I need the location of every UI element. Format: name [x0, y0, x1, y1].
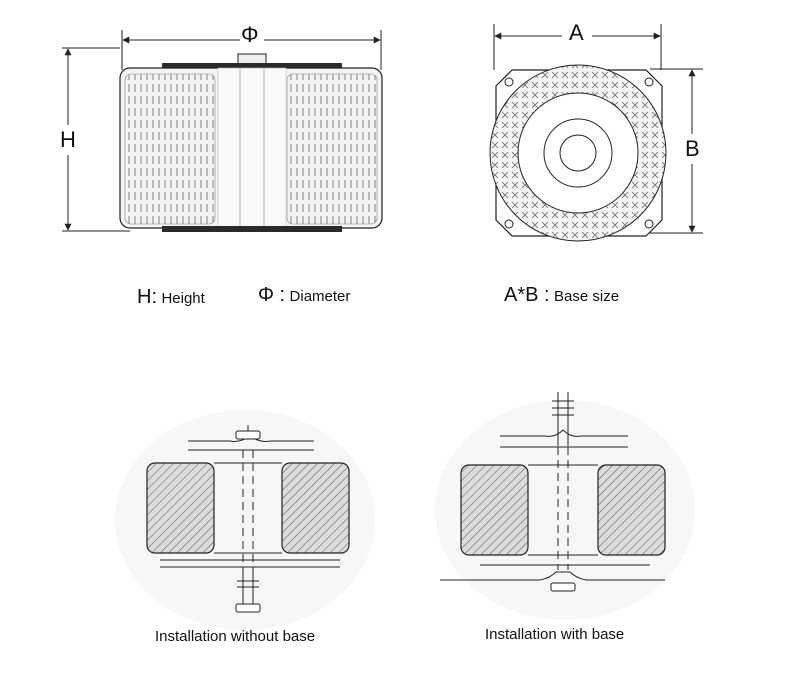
- top-pad: [500, 429, 628, 437]
- mount-hole-tl: [504, 77, 514, 87]
- h-label: H: [60, 127, 76, 152]
- base-plate: [440, 571, 665, 581]
- coil-left-winding: [124, 73, 216, 225]
- legend-phi-symbol: Φ :: [258, 284, 286, 306]
- install-with-base: [435, 392, 695, 620]
- legend-base-size: A*B : Base size: [504, 284, 619, 307]
- b-label: B: [685, 136, 700, 161]
- top-view: [489, 24, 703, 242]
- side-view: [62, 30, 383, 232]
- coil-left: [460, 464, 529, 556]
- mount-hole-br: [644, 219, 654, 229]
- coil-right: [597, 464, 666, 556]
- mount-hole-bl: [504, 219, 514, 229]
- phi-label: Φ: [241, 22, 259, 47]
- top-plate: [162, 63, 342, 69]
- legend-ab-symbol: A*B :: [504, 284, 550, 306]
- legend-phi-text: Diameter: [289, 288, 351, 305]
- coil-right-winding: [286, 73, 378, 225]
- legend-ab-text: Base size: [554, 288, 620, 305]
- a-label: A: [569, 20, 584, 45]
- caption-with-base: Installation with base: [485, 626, 625, 643]
- bottom-plate: [162, 226, 342, 232]
- install-without-base: [115, 410, 375, 630]
- center-hole: [559, 134, 597, 172]
- bottom-nut: [550, 582, 576, 592]
- top-nut: [235, 430, 261, 440]
- bottom-nut: [235, 603, 261, 613]
- legend-h-symbol: H:: [137, 286, 157, 308]
- legend-diameter: Φ : Diameter: [258, 284, 350, 307]
- legend-height: H: Height: [137, 286, 205, 309]
- legend-h-text: Height: [161, 290, 205, 307]
- mount-hole-tr: [644, 77, 654, 87]
- coil-left: [146, 462, 215, 554]
- coil-right: [281, 462, 350, 554]
- caption-without-base: Installation without base: [155, 628, 316, 645]
- coil-center: [217, 67, 287, 229]
